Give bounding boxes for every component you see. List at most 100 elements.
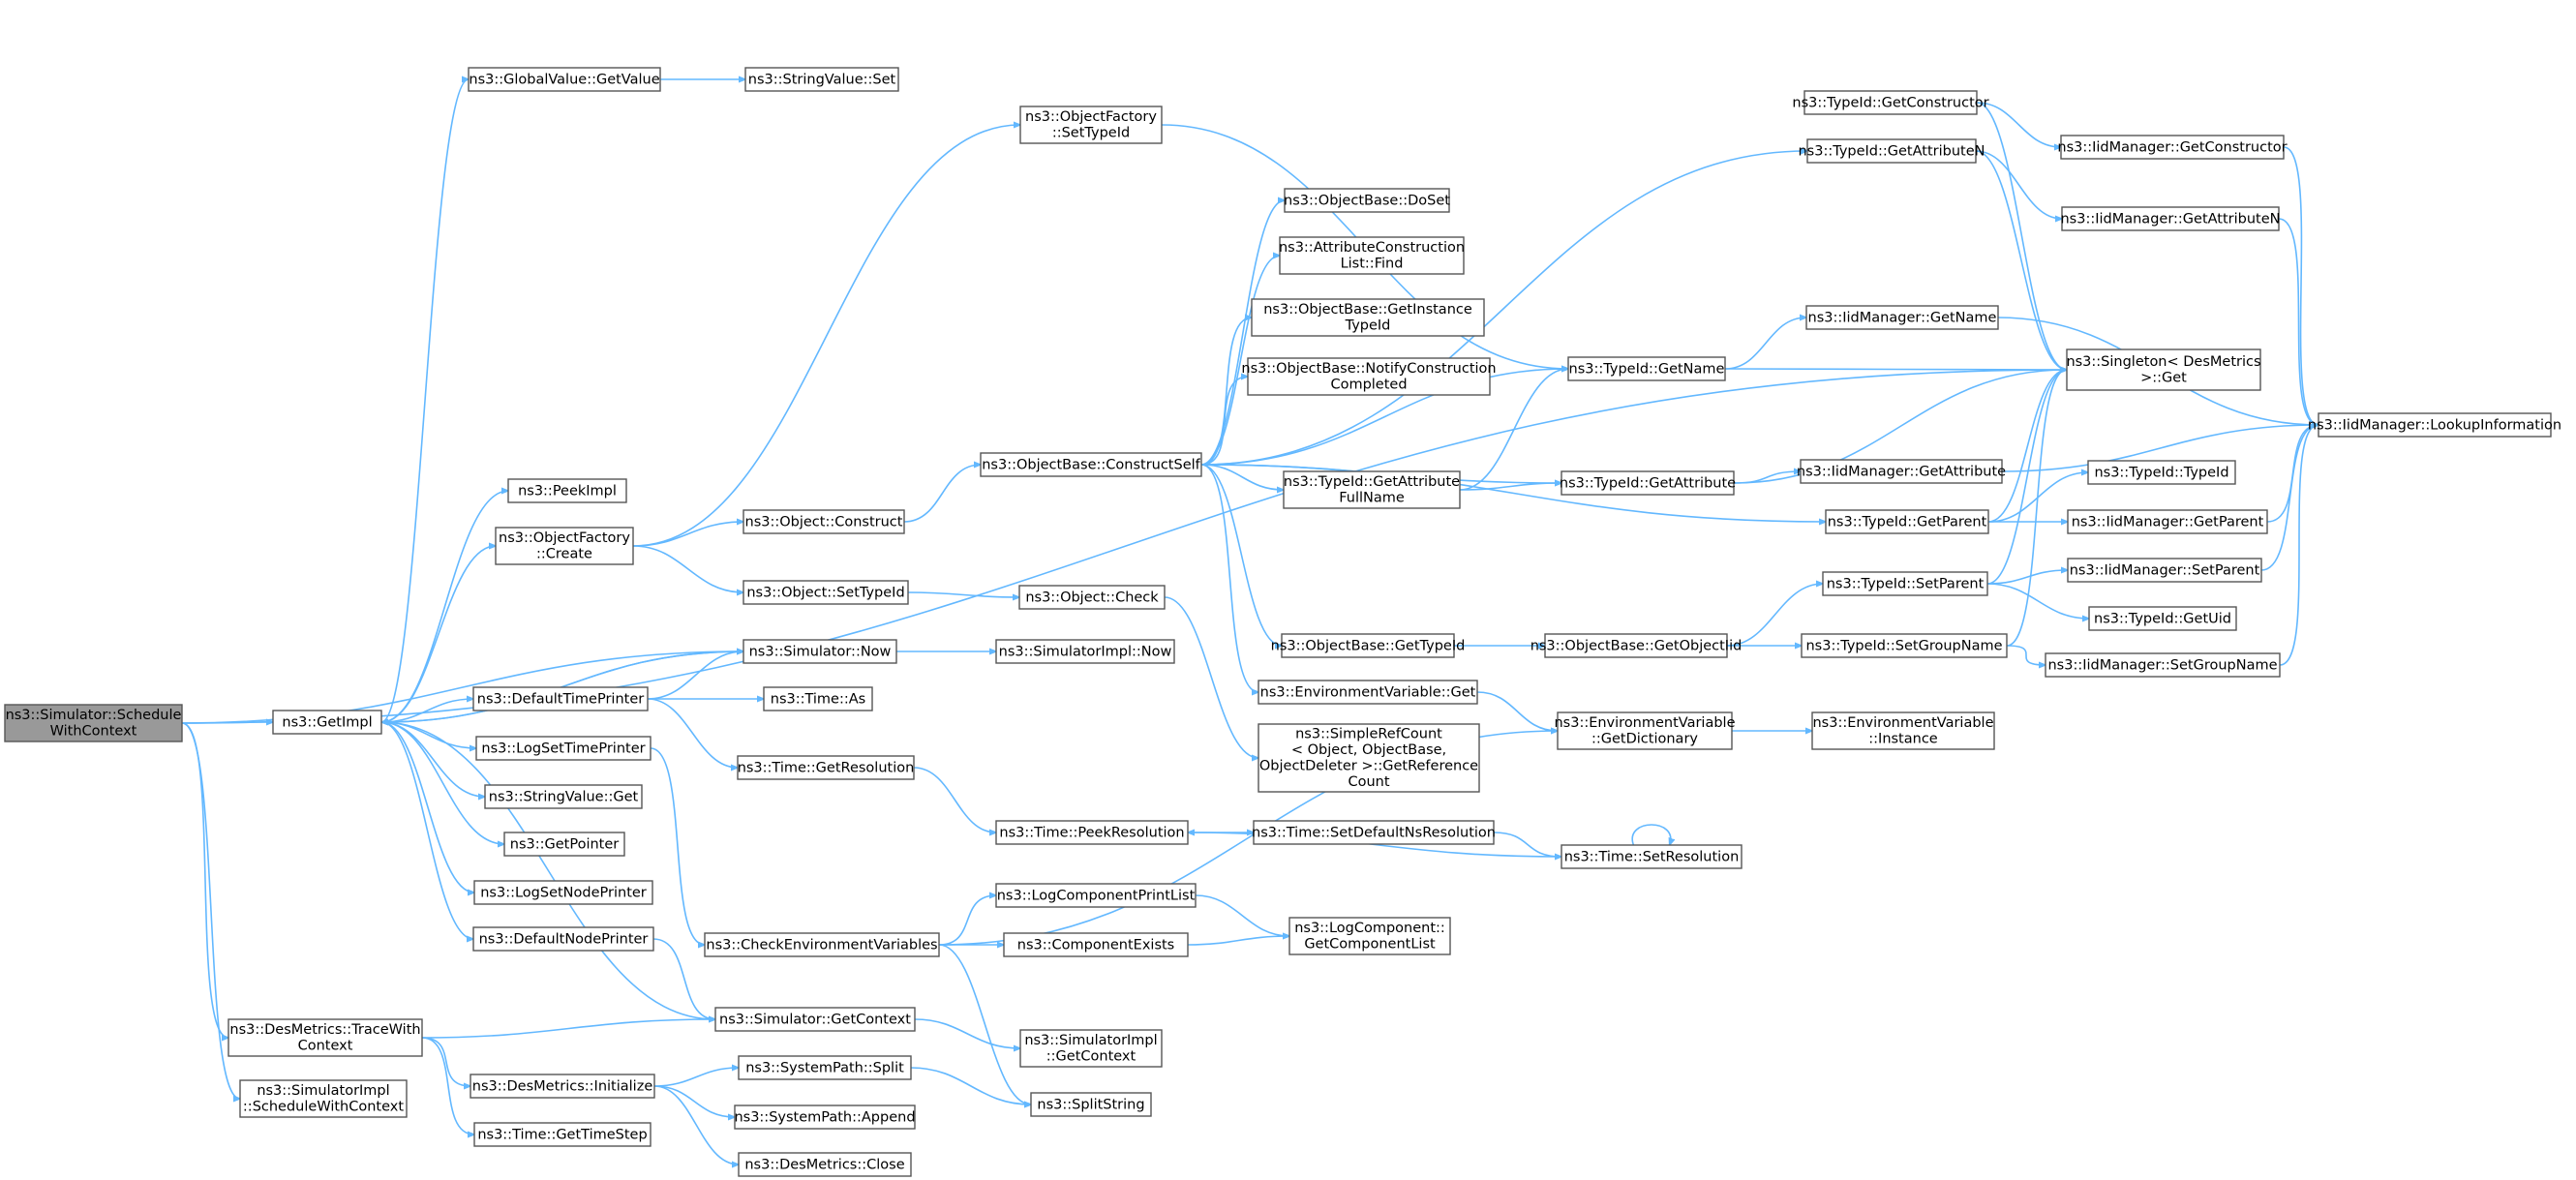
node-ns3-objectfactory-settypeid[interactable]: ns3::ObjectFactory::SetTypeId: [1019, 106, 1163, 144]
node-box: [472, 686, 649, 711]
node-label: ns3::IidManager::GetConstructor: [2057, 139, 2287, 155]
node-ns3-iidmanager-setgroupname[interactable]: ns3::IidManager::SetGroupName: [2045, 652, 2281, 678]
node-ns3-iidmanager-getname[interactable]: ns3::IidManager::GetName: [1805, 305, 1999, 330]
node-ns3-singleton-desmetrics-get[interactable]: ns3::Singleton< DesMetrics>::Get: [2066, 348, 2261, 391]
node-ns3-logcomponentprintlist[interactable]: ns3::LogComponentPrintList: [995, 883, 1197, 908]
node-ns3-iidmanager-setparent[interactable]: ns3::IidManager::SetParent: [2067, 558, 2262, 583]
node-label: ns3::SimulatorImpl: [257, 1083, 389, 1099]
node-ns3-typeid-setparent[interactable]: ns3::TypeId::SetParent: [1822, 571, 1988, 596]
node-ns3-desmetrics-initialize[interactable]: ns3::DesMetrics::Initialize: [470, 1074, 655, 1099]
node-ns3-systempath-append[interactable]: ns3::SystemPath::Append: [734, 1104, 916, 1130]
edge-n0-to-n11: [181, 651, 743, 724]
node-ns3-simplerefcount-object-objectbase-objectdeleter-getreference-count[interactable]: ns3::SimpleRefCount< Object, ObjectBase,…: [1258, 723, 1480, 793]
edge-n54-to-n60: [1987, 370, 2067, 523]
node-ns3-typeid-getconstructor[interactable]: ns3::TypeId::GetConstructor: [1792, 90, 1989, 115]
node-ns3-typeid-setgroupname[interactable]: ns3::TypeId::SetGroupName: [1801, 633, 2008, 658]
edge-n29-to-n37: [1164, 596, 1258, 758]
node-box: [473, 880, 653, 905]
node-ns3-simulatorimpl-getcontext[interactable]: ns3::SimulatorImpl::GetContext: [1019, 1029, 1163, 1068]
node-ns3-systempath-split[interactable]: ns3::SystemPath::Split: [738, 1055, 912, 1080]
node-ns3-objectbase-gettypeid[interactable]: ns3::ObjectBase::GetTypeId: [1271, 633, 1466, 658]
node-label: ns3::EnvironmentVariable: [1812, 715, 1993, 731]
node-ns3-iidmanager-getattributen[interactable]: ns3::IidManager::GetAttributeN: [2060, 206, 2281, 231]
node-ns3-objectfactory-create[interactable]: ns3::ObjectFactory::Create: [495, 527, 634, 565]
node-ns3-time-as[interactable]: ns3::Time::As: [763, 686, 873, 711]
node-ns3-time-getresolution[interactable]: ns3::Time::GetResolution: [737, 755, 915, 780]
node-label: ns3::ComponentExists: [1017, 937, 1175, 953]
edge-n23-to-n25: [653, 1068, 739, 1087]
node-label: ns3::SystemPath::Split: [745, 1060, 904, 1075]
node-ns3-object-settypeid[interactable]: ns3::Object::SetTypeId: [742, 580, 909, 605]
node-ns3-logcomponent-getcomponentlist[interactable]: ns3::LogComponent::GetComponentList: [1288, 917, 1451, 955]
node-ns3-typeid-getuid[interactable]: ns3::TypeId::GetUid: [2088, 606, 2237, 631]
node-ns3-typeid-getparent[interactable]: ns3::TypeId::GetParent: [1825, 509, 1989, 534]
node-ns3-logsettimeprinter[interactable]: ns3::LogSetTimePrinter: [475, 736, 652, 761]
node-ns3-typeid-getname[interactable]: ns3::TypeId::GetName: [1567, 356, 1726, 381]
node-box: [1003, 932, 1189, 957]
node-label: ns3::IidManager::SetParent: [2070, 562, 2260, 578]
node-ns3-object-check[interactable]: ns3::Object::Check: [1018, 585, 1166, 610]
node-ns3-simulator-now[interactable]: ns3::Simulator::Now: [742, 639, 897, 664]
node-ns3-objectbase-constructself[interactable]: ns3::ObjectBase::ConstructSelf: [980, 452, 1202, 477]
node-ns3-desmetrics-close[interactable]: ns3::DesMetrics::Close: [738, 1152, 912, 1177]
node-box: [2066, 348, 2261, 391]
node-ns3-iidmanager-getattribute[interactable]: ns3::IidManager::GetAttribute: [1797, 459, 2006, 484]
node-ns3-environmentvariable-instance[interactable]: ns3::EnvironmentVariable::Instance: [1811, 711, 1995, 750]
edge-n15-to-n38: [913, 767, 996, 832]
node-ns3-objectbase-getobjectiid[interactable]: ns3::ObjectBase::GetObjectIid: [1530, 633, 1743, 658]
node-ns3-time-peekresolution[interactable]: ns3::Time::PeekResolution: [995, 820, 1189, 845]
node-label: ns3::ObjectBase::ConstructSelf: [982, 457, 1200, 472]
node-ns3-environmentvariable-get[interactable]: ns3::EnvironmentVariable::Get: [1258, 680, 1478, 705]
node-ns3-iidmanager-getconstructor[interactable]: ns3::IidManager::GetConstructor: [2057, 135, 2288, 160]
node-box: [503, 832, 625, 857]
node-box: [714, 1007, 916, 1032]
edge-n40-to-n49: [1187, 936, 1289, 946]
node-ns3-simulatorimpl-now[interactable]: ns3::SimulatorImpl::Now: [995, 639, 1175, 664]
node-label: ns3::IidManager::LookupInformation: [2308, 417, 2561, 433]
edge-n47-to-n48: [1493, 832, 1561, 857]
node-ns3-typeid-getattribute[interactable]: ns3::TypeId::GetAttribute: [1560, 470, 1736, 496]
node-label: ::GetDictionary: [1591, 732, 1698, 747]
node-ns3-time-setdefaultnsresolution[interactable]: ns3::Time::SetDefaultNsResolution: [1252, 820, 1496, 845]
edge-n16-to-n21: [650, 747, 705, 945]
node-ns3-time-setresolution[interactable]: ns3::Time::SetResolution: [1561, 844, 1743, 869]
node-ns3-simulator-schedule-withcontext[interactable]: ns3::Simulator::ScheduleWithContext: [4, 704, 183, 742]
node-ns3-componentexists[interactable]: ns3::ComponentExists: [1003, 932, 1189, 957]
node-ns3-objectbase-doset[interactable]: ns3::ObjectBase::DoSet: [1284, 188, 1450, 213]
edge-n43-to-n52: [1724, 318, 1806, 370]
node-label: ns3::LogSetNodePrinter: [480, 885, 647, 900]
edge-n2-to-n23: [421, 1037, 470, 1086]
edge-n1-to-n20: [380, 721, 473, 939]
node-ns3-objectbase-notifyconstruction-completed[interactable]: ns3::ObjectBase::NotifyConstructionCompl…: [1241, 357, 1497, 396]
node-ns3-splitstring[interactable]: ns3::SplitString: [1030, 1092, 1152, 1117]
node-ns3-typeid-getattributen[interactable]: ns3::TypeId::GetAttributeN: [1798, 138, 1985, 164]
edge-n53-to-n66: [2001, 425, 2318, 472]
node-ns3-stringvalue-set[interactable]: ns3::StringValue::Set: [744, 67, 899, 92]
node-ns3-getpointer[interactable]: ns3::GetPointer: [503, 832, 625, 857]
node-ns3-defaultnodeprinter[interactable]: ns3::DefaultNodePrinter: [472, 926, 654, 952]
node-ns3-peekimpl[interactable]: ns3::PeekImpl: [507, 478, 627, 503]
node-ns3-simulatorimpl-schedulewithcontext[interactable]: ns3::SimulatorImpl::ScheduleWithContext: [239, 1079, 408, 1118]
node-ns3-environmentvariable-getdictionary[interactable]: ns3::EnvironmentVariable::GetDictionary: [1554, 711, 1736, 750]
edge-n1-to-n8: [380, 546, 496, 723]
node-label: ns3::TypeId::GetName: [1569, 361, 1725, 377]
node-ns3-typeid-typeid[interactable]: ns3::TypeId::TypeId: [2087, 460, 2236, 485]
node-ns3-stringvalue-get[interactable]: ns3::StringValue::Get: [484, 784, 643, 809]
node-ns3-iidmanager-getparent[interactable]: ns3::IidManager::GetParent: [2067, 509, 2268, 534]
node-ns3-defaulttimeprinter[interactable]: ns3::DefaultTimePrinter: [472, 686, 649, 711]
node-ns3-checkenvironmentvariables[interactable]: ns3::CheckEnvironmentVariables: [704, 932, 940, 957]
edge-n63-to-n66: [2260, 425, 2318, 571]
node-ns3-globalvalue-getvalue[interactable]: ns3::GlobalValue::GetValue: [468, 67, 661, 92]
node-ns3-object-construct[interactable]: ns3::Object::Construct: [742, 509, 905, 534]
node-label: ns3::ObjectBase::DoSet: [1284, 193, 1450, 208]
node-ns3-simulator-getcontext[interactable]: ns3::Simulator::GetContext: [714, 1007, 916, 1032]
node-ns3-logsetnodeprinter[interactable]: ns3::LogSetNodePrinter: [473, 880, 653, 905]
edge-n21-to-n39: [938, 895, 996, 946]
node-ns3-time-gettimestep[interactable]: ns3::Time::GetTimeStep: [473, 1122, 652, 1147]
node-ns3-getimpl[interactable]: ns3::GetImpl: [272, 710, 382, 735]
node-ns3-iidmanager-lookupinformation[interactable]: ns3::IidManager::LookupInformation: [2308, 412, 2561, 438]
